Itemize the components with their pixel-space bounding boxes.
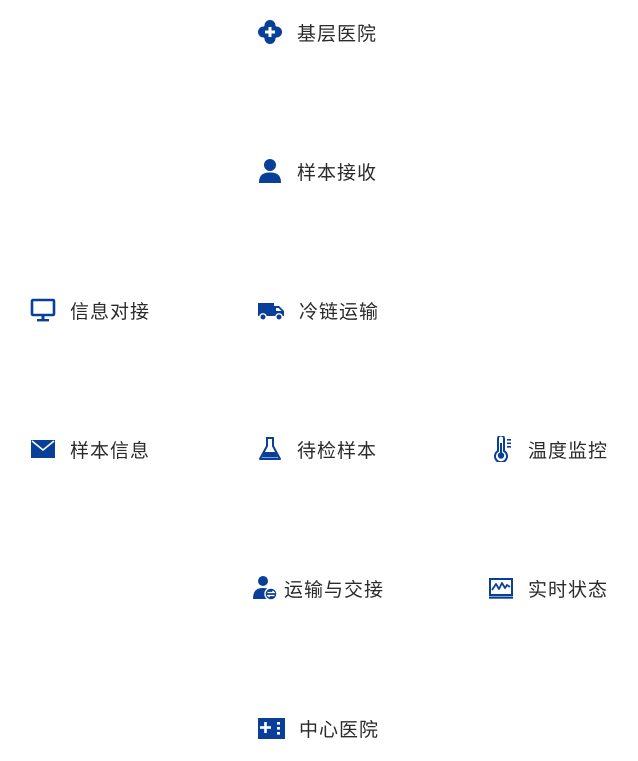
node-transport-handover: 运输与交接 (252, 573, 384, 603)
node-label: 待检样本 (297, 439, 378, 462)
chart-monitor-icon (488, 575, 514, 601)
monitor-icon (30, 297, 56, 323)
node-label: 基层医院 (297, 22, 378, 45)
node-label: 中心医院 (299, 718, 380, 741)
node-label: 冷链运输 (299, 300, 380, 323)
user-icon (257, 158, 283, 184)
hospital-cross-icon (257, 19, 283, 45)
truck-icon (257, 297, 285, 323)
envelope-icon (30, 436, 56, 462)
flask-icon (257, 436, 283, 462)
node-label: 样本接收 (297, 161, 378, 184)
node-central-hospital: 中心医院 (257, 713, 379, 743)
node-cold-chain: 冷链运输 (257, 295, 379, 325)
node-info-integration: 信息对接 (30, 295, 150, 325)
thermometer-icon (488, 436, 514, 462)
node-sample-info: 样本信息 (30, 434, 150, 464)
user-exchange-icon (252, 575, 278, 601)
node-label: 温度监控 (528, 439, 609, 462)
node-label: 样本信息 (70, 439, 151, 462)
node-sample-reception: 样本接收 (257, 156, 377, 186)
node-realtime-status: 实时状态 (488, 573, 608, 603)
node-label: 实时状态 (528, 578, 609, 601)
node-temperature: 温度监控 (488, 434, 608, 464)
node-label: 运输与交接 (284, 578, 385, 601)
node-primary-hospital: 基层医院 (257, 17, 377, 47)
node-pending-samples: 待检样本 (257, 434, 377, 464)
hospital-building-icon (257, 715, 285, 741)
node-label: 信息对接 (70, 300, 151, 323)
